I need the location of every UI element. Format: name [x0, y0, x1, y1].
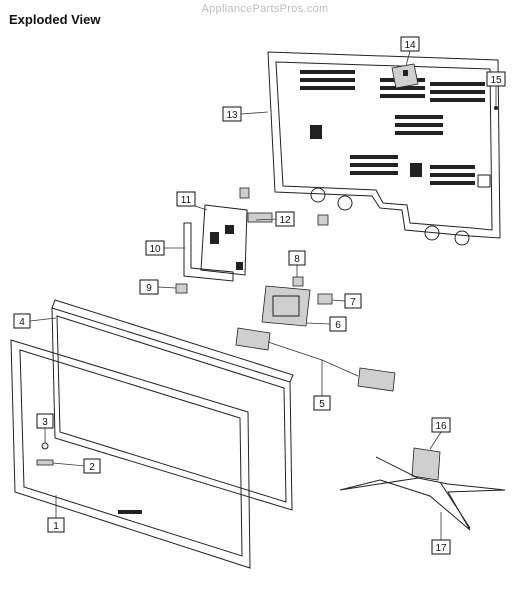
part-3[interactable]	[41, 442, 49, 450]
svg-text:1: 1	[53, 521, 59, 532]
page-title: Exploded View	[9, 12, 101, 27]
callout-11: 11	[176, 191, 196, 207]
svg-text:17: 17	[435, 543, 447, 554]
part-9[interactable]	[175, 283, 188, 294]
callout-2: 2	[83, 458, 101, 474]
svg-text:12: 12	[279, 215, 291, 226]
svg-text:16: 16	[435, 421, 447, 432]
callout-1: 1	[47, 517, 65, 533]
board-bracket-part[interactable]	[183, 222, 234, 282]
main-board-part[interactable]	[200, 204, 248, 276]
callout-4: 4	[13, 313, 31, 329]
callout-14: 14	[400, 36, 420, 52]
callout-6: 6	[329, 316, 347, 332]
callout-15: 15	[486, 71, 506, 87]
stand-base-part[interactable]	[339, 456, 506, 531]
callout-9: 9	[139, 279, 159, 295]
svg-text:5: 5	[319, 399, 325, 410]
stand-bracket-part[interactable]	[261, 285, 311, 327]
svg-text:2: 2	[89, 462, 95, 473]
speaker-right-part[interactable]	[357, 367, 396, 392]
svg-text:7: 7	[350, 297, 356, 308]
screw-15-part[interactable]	[494, 96, 498, 110]
callout-8: 8	[288, 250, 306, 266]
callout-12: 12	[275, 211, 295, 227]
svg-text:11: 11	[181, 195, 192, 206]
speaker-left-part[interactable]	[235, 327, 271, 351]
svg-text:9: 9	[146, 283, 152, 294]
svg-text:13: 13	[226, 110, 238, 121]
stand-neck-part[interactable]	[411, 447, 441, 481]
callout-7: 7	[344, 293, 362, 309]
svg-text:3: 3	[42, 417, 48, 428]
callout-17: 17	[431, 539, 451, 555]
svg-text:4: 4	[19, 317, 25, 328]
callout-5: 5	[313, 395, 331, 411]
watermark: AppliancePartsPros.com	[201, 3, 329, 15]
callout-16: 16	[431, 417, 451, 433]
leader-lines	[29, 50, 497, 540]
bracket-14-part[interactable]	[391, 63, 419, 89]
part-7[interactable]	[317, 293, 333, 305]
back-cover-part[interactable]	[267, 51, 501, 246]
svg-text:15: 15	[490, 75, 502, 86]
svg-text:8: 8	[294, 254, 300, 265]
part-8[interactable]	[292, 276, 304, 287]
callout-10: 10	[145, 240, 165, 256]
svg-text:14: 14	[404, 40, 416, 51]
front-bezel-part[interactable]	[10, 339, 251, 569]
part-2[interactable]	[36, 459, 54, 466]
lcd-panel-part[interactable]	[51, 299, 294, 511]
svg-text:6: 6	[335, 320, 341, 331]
back-clip-parts	[239, 187, 329, 226]
callout-3: 3	[36, 413, 54, 429]
svg-text:10: 10	[149, 244, 161, 255]
callout-13: 13	[222, 106, 242, 122]
